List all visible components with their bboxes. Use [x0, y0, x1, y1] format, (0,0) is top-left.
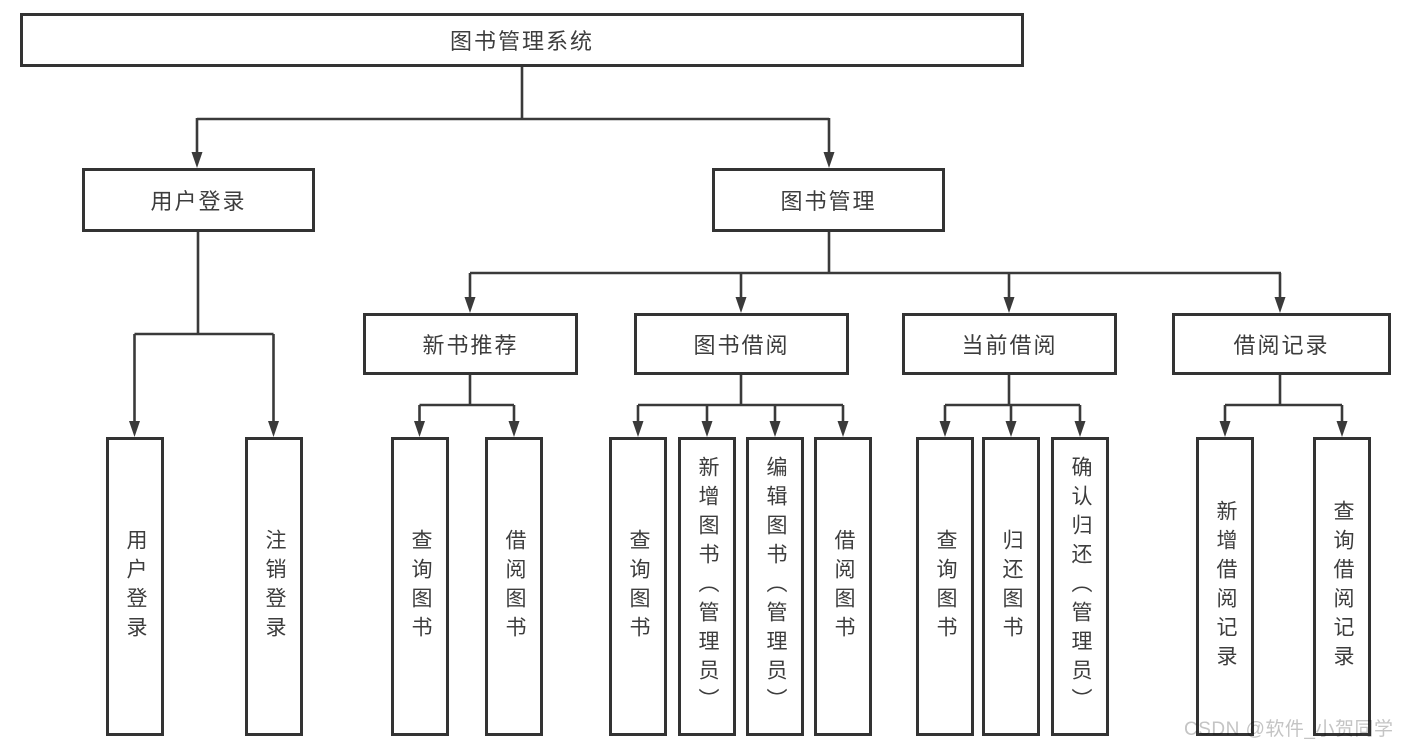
arrowhead-down-icon [769, 421, 781, 437]
leaf-query-borrow-record: 查询借阅记录 [1313, 437, 1371, 736]
arrowhead-down-icon [191, 152, 203, 168]
node-library-system: 图书管理系统 [20, 13, 1024, 67]
watermark: CSDN @软件_小贺同学 [1184, 719, 1394, 740]
arrowhead-down-icon [823, 152, 835, 168]
leaf-user-login: 用户登录 [106, 437, 164, 736]
arrowhead-down-icon [129, 421, 140, 437]
leaf-query-books-borrow: 查询图书 [609, 437, 667, 736]
node-current-borrowing: 当前借阅 [902, 313, 1117, 375]
arrowhead-down-icon [837, 421, 849, 437]
leaf-add-book-admin: 新增图书（管理员） [678, 437, 736, 736]
leaf-confirm-return-admin: 确认归还（管理员） [1051, 437, 1109, 736]
node-book-management: 图书管理 [712, 168, 945, 232]
node-borrowing-records: 借阅记录 [1172, 313, 1391, 375]
arrowhead-down-icon [268, 421, 279, 437]
node-new-book-recommendation: 新书推荐 [363, 313, 578, 375]
arrowhead-down-icon [464, 297, 476, 313]
arrowhead-down-icon [1005, 421, 1017, 437]
arrowhead-down-icon [414, 421, 425, 437]
arrowhead-down-icon [1003, 297, 1015, 313]
node-user-login: 用户登录 [82, 168, 315, 232]
node-book-borrowing: 图书借阅 [634, 313, 849, 375]
leaf-query-books-current: 查询图书 [916, 437, 974, 736]
leaf-logout: 注销登录 [245, 437, 303, 736]
leaf-query-books-newrec: 查询图书 [391, 437, 449, 736]
arrowhead-down-icon [939, 421, 951, 437]
arrowhead-down-icon [508, 421, 520, 437]
leaf-return-book: 归还图书 [982, 437, 1040, 736]
arrowhead-down-icon [1219, 421, 1231, 437]
arrowhead-down-icon [1074, 421, 1086, 437]
leaf-borrow-books-newrec: 借阅图书 [485, 437, 543, 736]
arrowhead-down-icon [1336, 421, 1348, 437]
leaf-borrow-books-borrow: 借阅图书 [814, 437, 872, 736]
arrowhead-down-icon [701, 421, 713, 437]
leaf-add-borrow-record: 新增借阅记录 [1196, 437, 1254, 736]
arrowhead-down-icon [1274, 297, 1286, 313]
arrowhead-down-icon [735, 297, 747, 313]
leaf-edit-book-admin: 编辑图书（管理员） [746, 437, 804, 736]
arrowhead-down-icon [632, 421, 644, 437]
